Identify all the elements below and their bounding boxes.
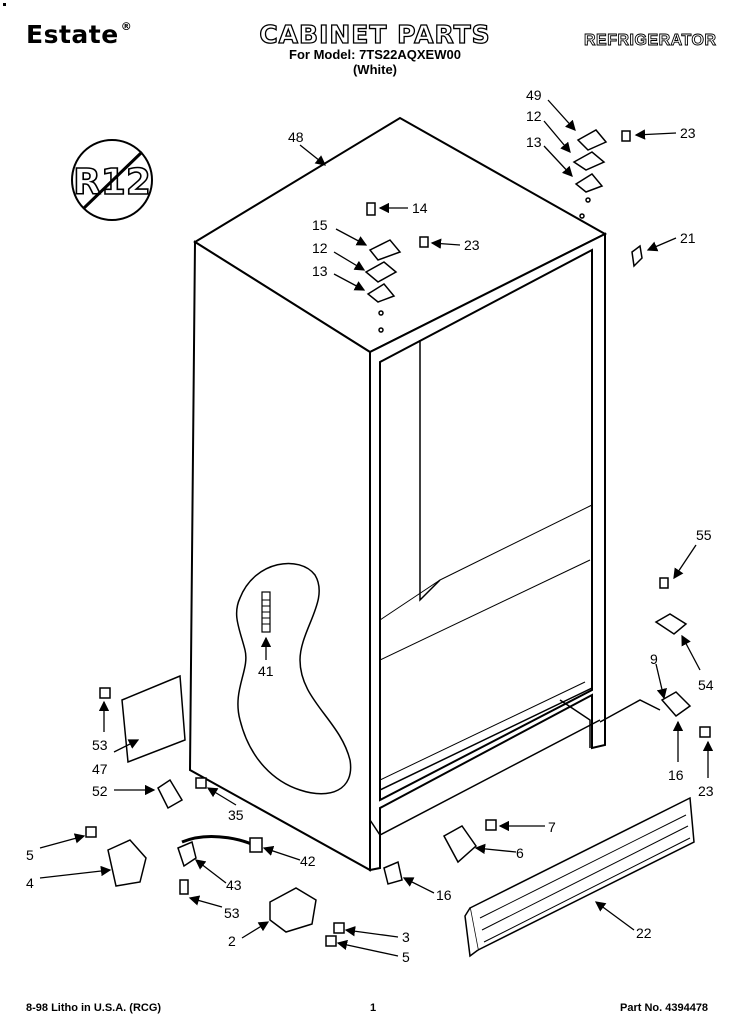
callout-23-lower: 23	[698, 783, 714, 799]
color-line: (White)	[352, 62, 398, 77]
callout-15: 15	[312, 217, 328, 233]
left-parts	[99, 674, 207, 810]
cabinet-body	[188, 116, 608, 872]
hinge-right	[572, 129, 643, 268]
bottom-parts	[85, 819, 497, 947]
callout-3: 3	[402, 929, 410, 945]
callout-23-right: 23	[680, 125, 696, 141]
callout-22: 22	[636, 925, 652, 941]
leader-lines	[39, 99, 714, 957]
callout-5-left: 5	[26, 847, 34, 863]
callout-5-lower: 5	[402, 949, 410, 965]
hinge-left	[364, 202, 429, 333]
callout-23-mid: 23	[464, 237, 480, 253]
callout-42: 42	[300, 853, 316, 869]
callout-12-left: 12	[312, 240, 328, 256]
right-parts	[599, 577, 711, 738]
footer-part-number: Part No. 4394478	[620, 1002, 709, 1014]
callout-41: 41	[258, 663, 274, 679]
footer-litho: 8-98 Litho in U.S.A. (RCG)	[26, 1002, 162, 1014]
callout-35: 35	[228, 807, 244, 823]
callout-47: 47	[92, 761, 108, 777]
r12-badge: R12	[71, 139, 153, 221]
callout-labels: 48 49 12 13 23 14 15 12 13 23 21 41 55 5…	[26, 87, 714, 965]
callout-53-upper: 53	[92, 737, 108, 753]
product-label: REFRIGERATOR	[584, 32, 717, 50]
callout-55: 55	[696, 527, 712, 543]
callout-6: 6	[516, 845, 524, 861]
grille-22	[464, 796, 695, 958]
callout-13-left: 13	[312, 263, 328, 279]
callout-4: 4	[26, 875, 34, 891]
callout-16-lower: 16	[436, 887, 452, 903]
callout-16-right: 16	[668, 767, 684, 783]
callout-54: 54	[698, 677, 714, 693]
callout-13-right: 13	[526, 134, 542, 150]
callout-53-lower: 53	[224, 905, 240, 921]
callout-21: 21	[680, 230, 696, 246]
corner-dot	[3, 3, 6, 6]
callout-49: 49	[526, 87, 542, 103]
callout-2: 2	[228, 933, 236, 949]
callout-7: 7	[548, 819, 556, 835]
footer-page-number: 1	[370, 1002, 377, 1014]
brand-logo: Estate®	[26, 20, 133, 49]
callout-9: 9	[650, 651, 658, 667]
callout-43: 43	[226, 877, 242, 893]
callout-52: 52	[92, 783, 108, 799]
callout-14: 14	[412, 200, 428, 216]
callout-48: 48	[288, 129, 304, 145]
model-line: For Model: 7TS22AQXEW00	[289, 47, 461, 62]
page-title: CABINET PARTS	[259, 19, 491, 49]
callout-12-right: 12	[526, 108, 542, 124]
